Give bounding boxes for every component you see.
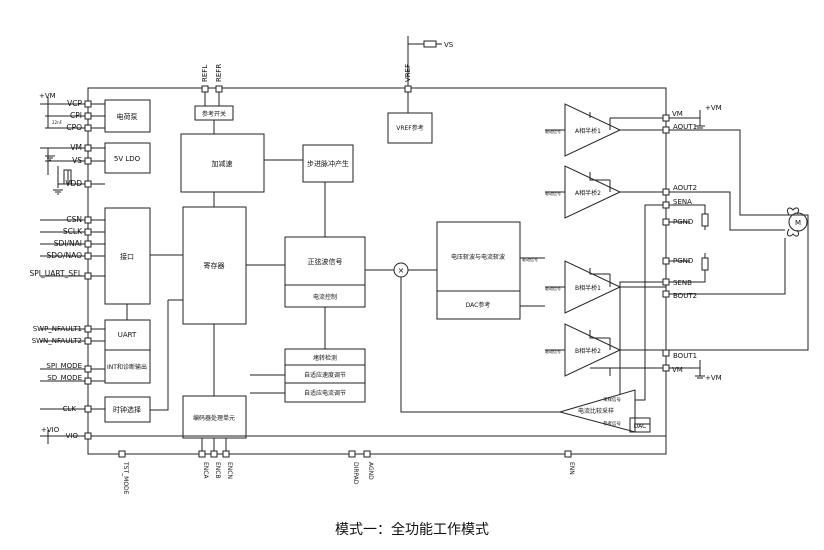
sine-label: 正弦波信号 [308, 257, 343, 266]
compare-in1-label: 采样信号 [603, 396, 621, 403]
ldo-block [104, 142, 151, 174]
pin-vm-right-bot: VM [672, 366, 683, 374]
pin-cpi: CPI [70, 111, 82, 120]
charge-pump-label: 电荷泵 [117, 112, 138, 121]
adaptive-speed-label: 自适应速度调节 [304, 371, 346, 379]
supply-vio: +VIO [41, 426, 60, 434]
pin-pgnd2: PGND [673, 257, 693, 265]
pin-swn: SWN_NFAULT2 [32, 337, 82, 345]
drive-sig-wave: 驱动信号 [522, 256, 538, 262]
pin-vm-left: VM [70, 143, 82, 152]
pin-vm-right-top: VM [672, 110, 683, 118]
chip-outline [87, 87, 667, 455]
clock-select-label: 时钟选择 [113, 405, 141, 414]
pin-encn: ENCN [226, 462, 233, 479]
ldo-label: 5V LDO [114, 155, 141, 163]
cap-label: 22nF [52, 120, 63, 125]
pin-sdi: SDI/NAI [54, 239, 82, 248]
vref-ref-label: VREF参考 [396, 124, 424, 132]
dac-label: DAC [634, 423, 647, 430]
pin-senb: SENB [673, 279, 692, 287]
pin-vdd: VDD [65, 179, 82, 188]
b-half2-label: B相半桥2 [575, 347, 601, 355]
pin-cpo: CPO [66, 123, 82, 132]
ground-symbols [45, 125, 705, 379]
pin-bout2: BOUT2 [673, 292, 697, 300]
pin-vs-left: VS [72, 156, 82, 165]
a-half1-label: A相半桥1 [575, 127, 601, 135]
supply-vm-right-top: +VM [705, 104, 722, 112]
pin-aout2: AOUT2 [673, 184, 697, 192]
encoder-label: 编码器处理单元 [193, 414, 235, 422]
uart-label: UART [118, 331, 137, 339]
wave-block [436, 221, 521, 320]
dac-ref-label: DAC参考 [466, 301, 491, 309]
multiplier-symbol: × [398, 266, 405, 275]
pin-sena: SENA [673, 198, 692, 206]
pin-spi-uart-sel: SPI_UART_SEL [29, 269, 82, 278]
pin-tst-mode: TST_MODE [122, 461, 129, 495]
pin-swp: SWP_NFAULT1 [33, 325, 82, 333]
stall-label: 堵转检测 [313, 354, 337, 362]
ref-switch-label: 参考开关 [202, 110, 226, 118]
drive-sig-b1: 驱动信号 [545, 285, 561, 291]
pin-enn: ENN [568, 462, 575, 475]
compare-in2-label: 参考信号 [603, 420, 621, 427]
pin-agnd: AGND [367, 462, 374, 480]
current-compare-amp [558, 389, 636, 433]
pin-aout1: AOUT1 [673, 123, 697, 131]
drive-sig-b2: 驱动信号 [545, 348, 561, 354]
int-diag-label: INT和诊断输出 [107, 363, 147, 371]
pin-dirpad: DIRPAD [352, 462, 359, 485]
motor-label: M [795, 219, 801, 227]
drive-sig-a2: 驱动信号 [545, 190, 561, 196]
figure-caption: 模式一：全功能工作模式 [335, 521, 489, 538]
supply-vm-left: +VM [39, 92, 56, 100]
step-gen-label: 步进脉冲产生 [307, 159, 349, 168]
supply-vm-right-bot: +VM [705, 374, 722, 382]
current-ctrl-label: 电流控制 [313, 293, 337, 301]
accel-block [180, 133, 265, 193]
pin-vio: VIO [66, 432, 79, 440]
accel-label: 加减速 [212, 159, 233, 168]
compare-label: 电流比较采样 [578, 407, 614, 415]
drive-sig-a1: 驱动信号 [545, 128, 561, 134]
pin-sclk: SCLK [63, 227, 83, 236]
pin-spi-mode: SPI_MODE [46, 362, 82, 370]
pin-bout1: BOUT1 [673, 352, 697, 360]
step-gen-block [302, 144, 354, 183]
b-half1-label: B相半桥1 [575, 284, 601, 292]
pin-refr: REFR [215, 64, 223, 82]
register-label: 寄存器 [204, 261, 225, 270]
pin-encb: ENCB [214, 462, 221, 479]
pin-clk: CLK [63, 405, 77, 413]
pin-sd-mode: SD_MODE [47, 374, 82, 382]
vref-ref-block [387, 112, 433, 144]
pin-refl: REFL [201, 65, 209, 82]
adaptive-current-label: 自适应电流调节 [304, 389, 346, 397]
pin-vcp: VCP [67, 99, 82, 108]
pin-csn: CSN [66, 215, 82, 224]
pin-pgnd1: PGND [673, 218, 693, 226]
pin-vref: VREF [404, 64, 412, 82]
pin-vs-top: VS [444, 41, 454, 49]
charge-pump-block [104, 99, 151, 133]
dac-block [629, 417, 651, 433]
interface-label: 接口 [120, 252, 134, 261]
wave-label: 电压斩波与电流斩波 [451, 253, 505, 261]
pin-enca: ENCA [202, 462, 209, 479]
pin-sdo: SDO/NAO [47, 251, 83, 260]
int-diag-block [104, 349, 151, 384]
a-half2-label: A相半桥2 [575, 189, 601, 197]
